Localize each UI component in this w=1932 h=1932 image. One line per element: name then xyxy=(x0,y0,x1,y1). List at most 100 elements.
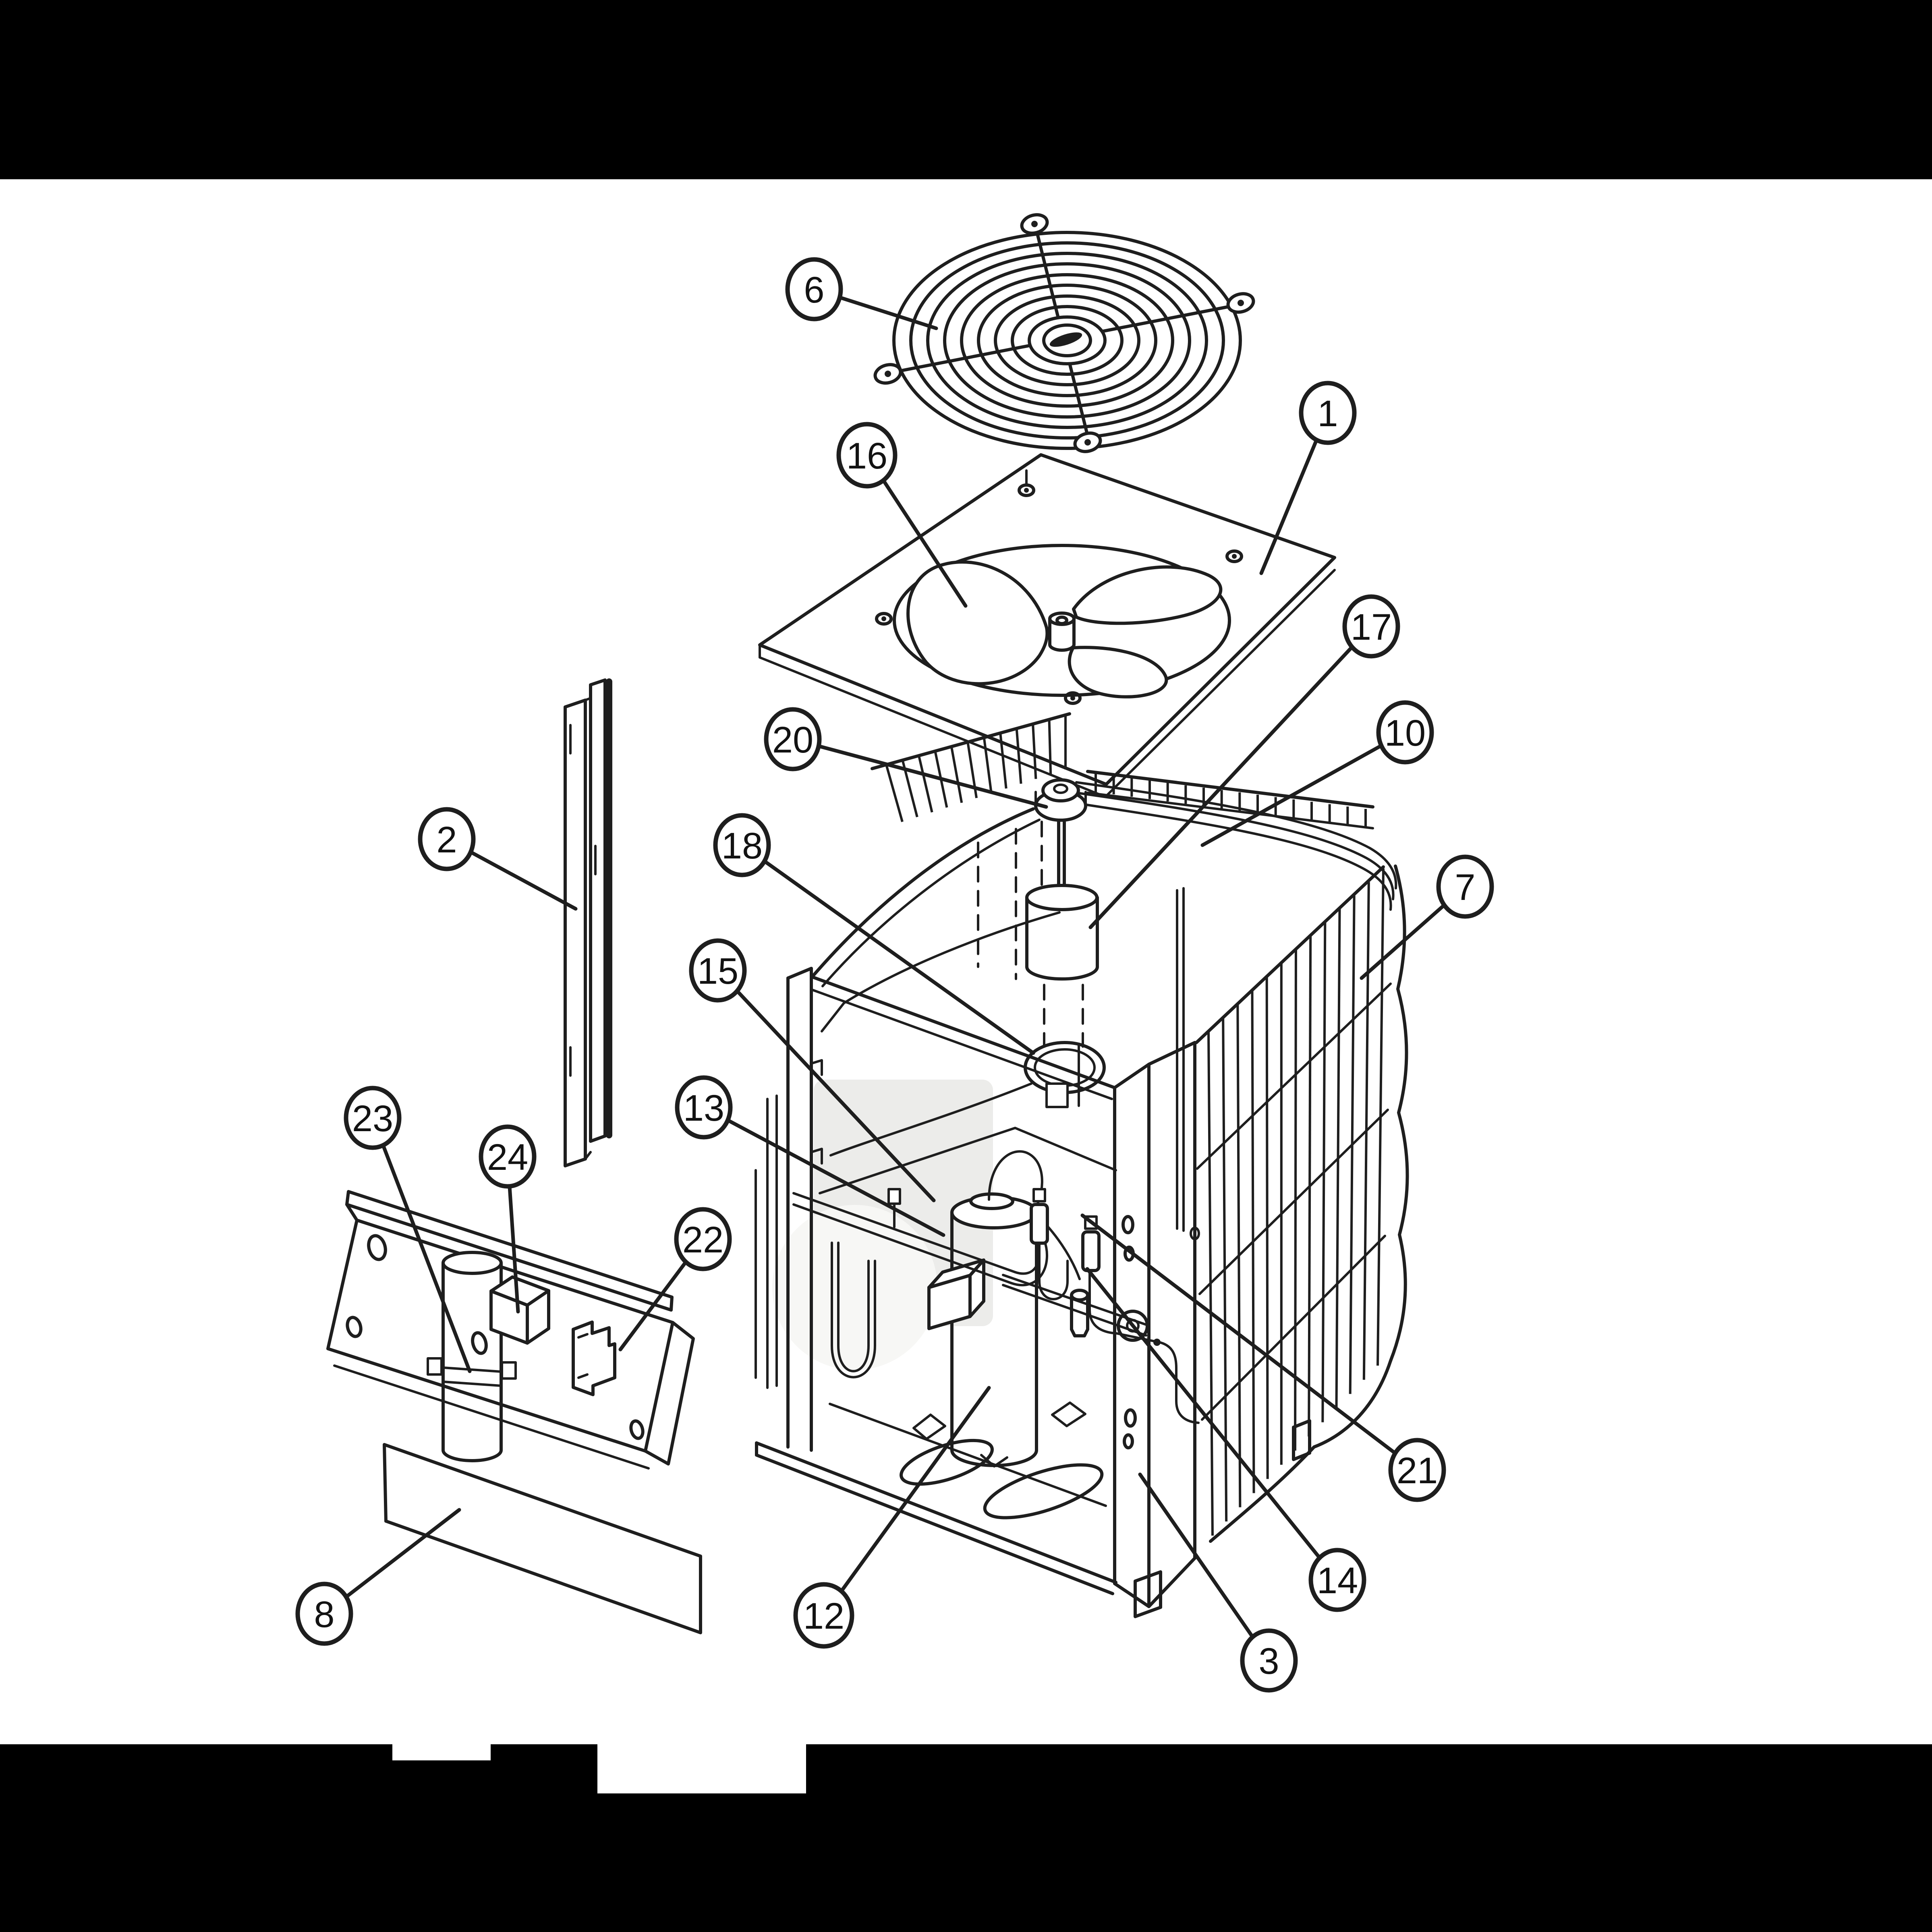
liquid-line-valve xyxy=(1070,1289,1089,1337)
balloon-number: 21 xyxy=(1397,1450,1438,1491)
callout-17: 17 xyxy=(1088,594,1400,929)
balloon-number: 22 xyxy=(682,1219,723,1260)
balloon-circle xyxy=(793,1582,854,1649)
balloon-circle xyxy=(674,1207,732,1271)
callout-15: 15 xyxy=(689,938,936,1202)
letterbox-notch xyxy=(392,1744,491,1760)
top-letterbox-bar xyxy=(0,0,1932,179)
leader-line xyxy=(726,1118,945,1237)
leader-line xyxy=(508,1184,520,1314)
balloon-circle xyxy=(479,1124,537,1189)
callout-2: 2 xyxy=(418,807,578,911)
letterbox-notch xyxy=(597,1744,806,1793)
leader-line xyxy=(763,859,1035,1055)
fan-motor xyxy=(1025,820,1099,981)
grille-mount-ear xyxy=(873,363,902,385)
callout-21: 21 xyxy=(1080,1213,1446,1502)
balloon-number: 2 xyxy=(436,819,457,860)
balloon-number: 16 xyxy=(846,435,887,477)
balloon-number: 23 xyxy=(352,1098,393,1139)
leader-line xyxy=(381,1143,472,1373)
balloon-number: 7 xyxy=(1455,867,1475,908)
callout-23: 23 xyxy=(344,1086,472,1373)
hub-stamp xyxy=(1049,332,1082,347)
compressor-feet xyxy=(900,1401,1104,1519)
leader-line xyxy=(1259,438,1318,575)
corner-post xyxy=(786,967,823,1452)
leader-line xyxy=(618,1260,688,1352)
callout-7: 7 xyxy=(1360,854,1494,980)
bottom-letterbox-bar xyxy=(0,1744,1932,1932)
callout-14: 14 xyxy=(1085,1267,1366,1612)
balloon-number: 12 xyxy=(803,1596,844,1637)
capacitor xyxy=(427,1251,517,1462)
balloon-circle xyxy=(713,813,771,877)
panel-screw-hole xyxy=(1064,691,1082,705)
balloon-number: 24 xyxy=(487,1137,528,1178)
fan-grille xyxy=(873,213,1255,453)
grille-mount-ear xyxy=(1020,213,1049,235)
callout-1: 1 xyxy=(1259,381,1357,575)
leader-line xyxy=(881,478,968,608)
balloon-circle xyxy=(344,1086,402,1150)
callout-24: 24 xyxy=(479,1124,537,1314)
filler-channel xyxy=(564,678,612,1167)
cabinet-foot xyxy=(1134,1570,1162,1618)
callout-3: 3 xyxy=(1138,1472,1298,1693)
balloon-circle xyxy=(675,1075,733,1140)
contactor xyxy=(489,1275,550,1345)
balloon-circle xyxy=(1342,594,1400,659)
blade-hub xyxy=(1048,612,1076,652)
panel-screw-hole xyxy=(1225,549,1243,563)
balloon-circle xyxy=(689,938,747,1003)
balloon-number: 8 xyxy=(314,1594,334,1635)
grille-mount-ear xyxy=(1226,292,1255,314)
panel-screw-hole xyxy=(1018,469,1035,497)
balloon-number: 20 xyxy=(772,719,813,761)
balloon-number: 13 xyxy=(683,1088,724,1129)
leader-line xyxy=(344,1508,461,1599)
callout-22: 22 xyxy=(618,1207,732,1352)
balloon-circle xyxy=(785,257,843,321)
leader-line xyxy=(837,295,938,330)
callout-8: 8 xyxy=(295,1508,461,1646)
balloon-number: 14 xyxy=(1317,1560,1358,1601)
leader-line xyxy=(1200,744,1383,847)
service-valve xyxy=(1081,1215,1101,1272)
leader-line xyxy=(817,744,1048,809)
watermark xyxy=(772,1080,993,1370)
balloon-number: 3 xyxy=(1258,1641,1279,1682)
fan-opening xyxy=(893,544,1231,697)
leader-line xyxy=(1360,903,1446,980)
control-panel-bracket xyxy=(326,1190,695,1470)
callout-10: 10 xyxy=(1200,700,1434,847)
balloon-number: 10 xyxy=(1385,713,1426,754)
motor-mount xyxy=(1024,984,1106,1108)
compressor-terminal xyxy=(969,1192,1014,1210)
service-valve xyxy=(1030,1188,1049,1270)
fan-orifice-panel xyxy=(758,453,1336,798)
service-valves-and-tubing xyxy=(792,1188,1200,1424)
balloon-number: 6 xyxy=(804,269,824,311)
grille-mount-ear xyxy=(1073,431,1102,453)
condenser-coil xyxy=(871,712,1409,1543)
balloon-number: 18 xyxy=(721,825,763,866)
callout-13: 13 xyxy=(675,1075,945,1237)
balloon-number: 1 xyxy=(1317,393,1338,434)
label-plate xyxy=(383,1443,702,1634)
balloon-circle xyxy=(1308,1548,1366,1612)
balloon-circle xyxy=(1376,700,1434,765)
callout-18: 18 xyxy=(713,813,1035,1055)
balloon-number: 15 xyxy=(697,951,738,992)
wire-harness xyxy=(821,911,1061,1157)
balloon-circle xyxy=(295,1582,353,1646)
cabinet xyxy=(755,807,1311,1618)
balloon-circle xyxy=(418,807,476,871)
leader-line xyxy=(1088,645,1354,929)
leader-line xyxy=(468,850,578,911)
callout-16: 16 xyxy=(836,422,968,608)
leader-line xyxy=(840,1386,991,1593)
leader-line xyxy=(735,989,936,1202)
